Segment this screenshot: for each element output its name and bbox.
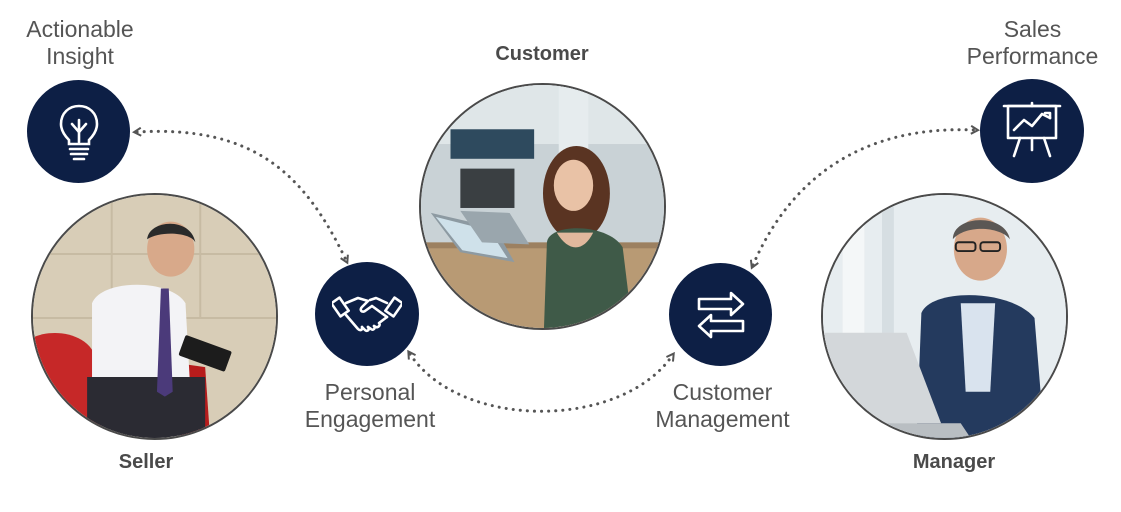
role-seller: Seller [118,451,174,473]
label-actionable-insight: Actionable Insight [26,16,134,69]
customer-management-node [669,263,772,366]
label-customer-management: Customer Management [655,379,790,432]
role-customer: Customer [495,43,589,65]
personal-engagement-node [315,262,419,366]
label-sales-performance: Sales Performance [966,16,1099,69]
arrow-management-performance [753,130,975,265]
arrow-insight-engagement [137,131,346,260]
arrow-engagement-management [410,354,672,413]
customer-photo [419,83,666,330]
actionable-insight-node [27,80,130,183]
seller-photo [31,193,278,440]
presentation-chart-icon [1002,101,1062,158]
role-manager: Manager [912,451,996,473]
manager-photo [821,193,1068,440]
handshake-icon [332,296,402,333]
lightbulb-icon [59,104,98,160]
swap-arrows-icon [697,291,744,338]
sales-performance-node [980,79,1084,183]
label-personal-engagement: Personal Engagement [304,379,436,432]
